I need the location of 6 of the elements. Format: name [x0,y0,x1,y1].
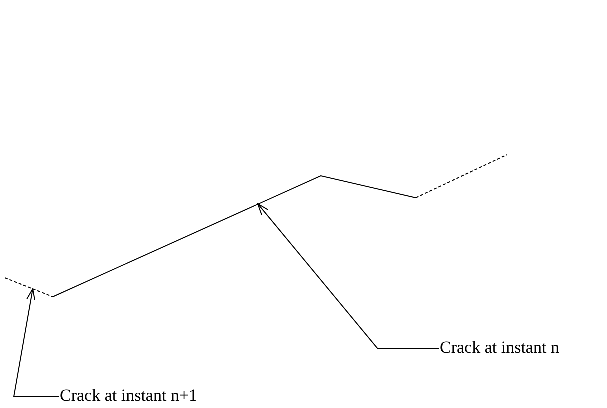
leader-line [13,288,60,398]
callout-label: Crack at instant n+1 [60,386,198,406]
crack-extension-line [4,278,54,298]
callout-label: Crack at instant n [440,338,560,358]
crack-path-line [52,175,416,298]
leader-line [258,204,440,350]
